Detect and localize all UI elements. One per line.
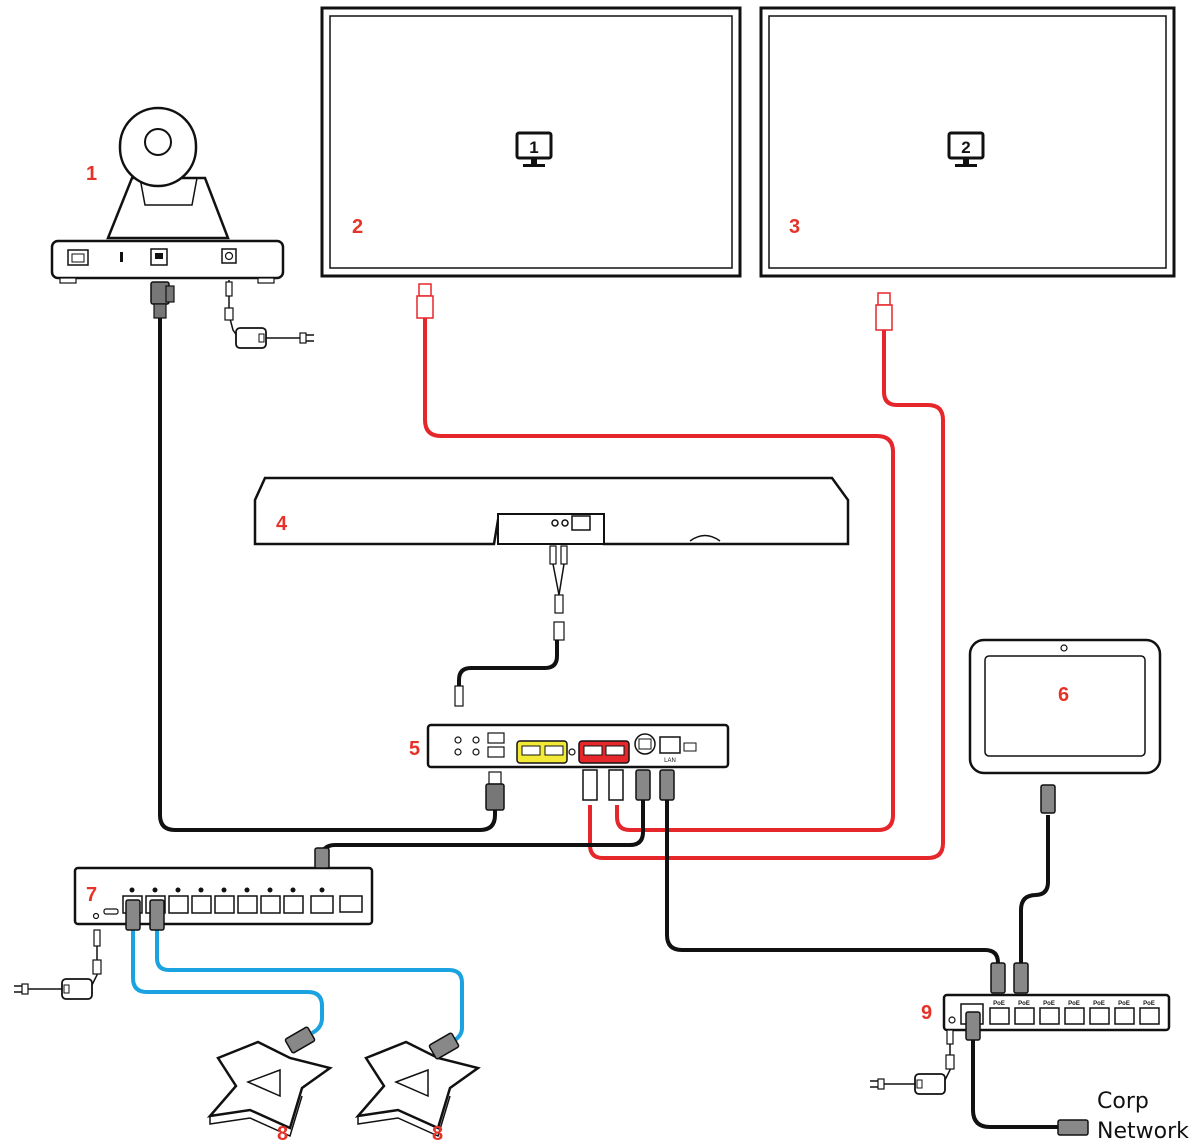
- poe-label: PoE: [993, 1001, 1005, 1007]
- monitor-icon: 2: [947, 131, 985, 167]
- touch-panel: 6: [968, 638, 1162, 775]
- corp-network-cable: [971, 1040, 1060, 1129]
- label-display-1: 2: [352, 216, 363, 238]
- label-mic-right: 8: [432, 1123, 443, 1145]
- mic-cable-right: [155, 930, 464, 1042]
- camera: 1: [50, 106, 285, 284]
- switch-small: 7: [73, 866, 374, 926]
- label-mic-left: 8: [277, 1123, 288, 1145]
- hdmi-cable-display-1: [423, 318, 895, 832]
- microphone-pod-right: 8: [354, 1040, 481, 1145]
- label-touch-panel: 6: [1058, 684, 1069, 706]
- hdmi-plug-icon: [416, 283, 434, 319]
- poe-label: PoE: [1093, 1001, 1105, 1007]
- screen-number-2: 2: [961, 138, 970, 157]
- lan-cable-codec-switch9: [665, 800, 1000, 968]
- screen-number-1: 1: [529, 138, 538, 157]
- label-camera: 1: [86, 163, 97, 185]
- power-adapter-icon: [224, 281, 314, 349]
- monitor-icon: 1: [515, 131, 553, 167]
- corp-network-line2: Network: [1097, 1119, 1189, 1144]
- codec: LAN 5: [409, 723, 730, 769]
- soundbar: 4: [253, 476, 850, 546]
- hdmi-cable-display-2: [588, 330, 945, 860]
- rj45-plug-icon: [1013, 962, 1029, 994]
- rj45-plug-icon: [635, 769, 651, 801]
- usb-plug-icon: [150, 281, 175, 319]
- power-adapter-icon: [14, 929, 102, 1000]
- audio-splitter: [549, 545, 568, 641]
- poe-label: PoE: [1118, 1001, 1130, 1007]
- rj45-plug-icon: [990, 962, 1006, 994]
- rj45-plug-icon: [284, 1026, 316, 1054]
- usb-cable-camera: [158, 318, 497, 832]
- power-adapter-icon: [870, 1029, 955, 1095]
- audio-jack-plug: [454, 685, 464, 707]
- lan-cable-touchpanel: [1019, 815, 1050, 968]
- hdmi-plug-icon: [608, 769, 624, 801]
- rj45-plug-icon: [1057, 1119, 1089, 1136]
- label-codec: 5: [409, 738, 420, 760]
- poe-label: PoE: [1068, 1001, 1080, 1007]
- rj45-plug-icon: [1040, 784, 1056, 814]
- rj45-plug-icon: [149, 899, 165, 931]
- codec-lan-label: LAN: [664, 758, 676, 764]
- poe-label: PoE: [1018, 1001, 1030, 1007]
- microphone-pod-left: 8: [206, 1040, 333, 1145]
- usb-plug-icon: [485, 771, 505, 811]
- rj45-plug-icon: [314, 847, 330, 869]
- mic-cable-left: [131, 930, 324, 1035]
- poe-switch: PoE PoE PoE PoE PoE PoE PoE 9: [921, 993, 1171, 1032]
- rj45-plug-icon: [125, 899, 141, 931]
- audio-cable-soundbar: [457, 640, 559, 700]
- label-display-2: 3: [789, 216, 800, 238]
- hdmi-plug-icon: [875, 292, 893, 331]
- hdmi-plug-icon: [582, 769, 598, 801]
- display-1: 1 2: [320, 6, 742, 278]
- label-soundbar: 4: [276, 513, 288, 535]
- rj45-plug-icon: [965, 1011, 981, 1041]
- corp-network-line1: Corp: [1097, 1089, 1149, 1114]
- display-2: 2 3: [759, 6, 1176, 278]
- rj45-plug-icon: [428, 1032, 460, 1060]
- corp-network-label: Corp Network: [1097, 1089, 1189, 1144]
- poe-label: PoE: [1143, 1001, 1155, 1007]
- poe-label: PoE: [1043, 1001, 1055, 1007]
- rj45-plug-icon: [659, 769, 675, 801]
- label-switch-small: 7: [86, 884, 97, 906]
- label-poe-switch: 9: [921, 1002, 932, 1024]
